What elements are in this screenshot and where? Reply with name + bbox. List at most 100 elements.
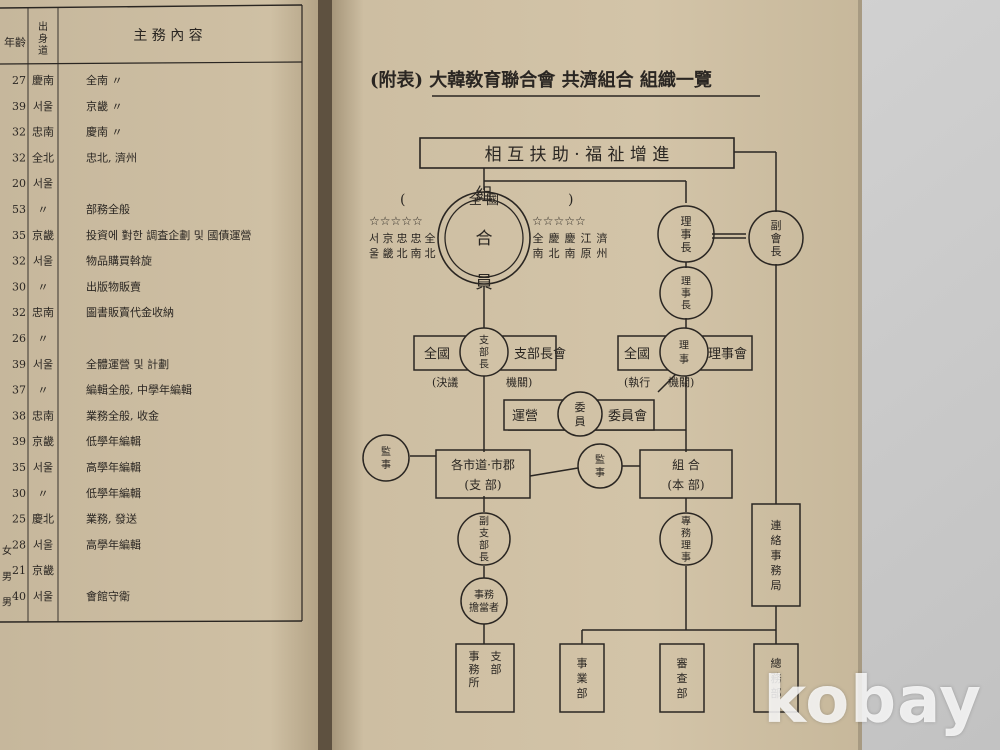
region-label: 江: [581, 232, 592, 245]
exec-open: (執行: [624, 376, 650, 389]
left-stars: ☆☆☆☆☆: [369, 214, 423, 228]
row-origin: 忠南: [32, 409, 54, 422]
members-char: 合: [476, 229, 493, 249]
header-duty: 主 務 內 容: [133, 27, 202, 44]
managing-char: 理: [681, 540, 691, 552]
regional-sub: (支 部): [464, 477, 501, 492]
row-age: 32: [12, 306, 26, 319]
region-label: 全: [533, 231, 544, 245]
branch-head-label: 支部長: [479, 335, 489, 371]
auditor-char: 事: [595, 466, 605, 479]
row-age: 35: [12, 229, 26, 242]
liaison-char: 連: [771, 518, 782, 532]
branch-office-b: 事: [469, 650, 480, 663]
dept1-char: 業: [577, 672, 588, 685]
members-char: 員: [476, 273, 493, 293]
region-label: 울: [369, 247, 379, 260]
right-page: (附表) 大韓敎育聯合會 共濟組合 組織一覽: [332, 0, 862, 750]
dept3-box: [753, 643, 799, 713]
row-duty: 業務, 發送: [86, 512, 137, 526]
region-label: 南: [565, 247, 576, 260]
board-left: 全國: [624, 346, 650, 362]
row-duty: 京畿 〃: [86, 99, 123, 113]
auditor-left-circle: [362, 434, 410, 482]
row-origin: 서울: [33, 358, 53, 371]
row-age: 32: [12, 126, 26, 139]
liaison-char: 事: [771, 549, 782, 562]
chairman-circle: [657, 205, 715, 263]
branch-office-b: 務: [469, 662, 480, 676]
row-origin: 京畿: [32, 228, 54, 242]
row-duty: 編輯全般, 中學年編輯: [86, 383, 192, 397]
chairman-char: 長: [681, 241, 692, 254]
row-age: 38: [12, 409, 26, 422]
vice-char: 長: [771, 245, 782, 258]
committee-char: 員: [575, 415, 586, 428]
region-label: 原: [581, 247, 592, 260]
row-origin: 〃: [38, 280, 49, 293]
region-label: 北: [425, 247, 436, 260]
branch-office-box: [455, 643, 515, 713]
row-sex: 男: [2, 571, 12, 583]
liaison-box: [751, 503, 801, 607]
dept2-label: 審查部: [677, 656, 688, 700]
row-origin: 〃: [38, 203, 49, 216]
region-label: 南: [411, 247, 422, 260]
region-label: 畿: [383, 246, 394, 260]
national-open: (: [400, 192, 405, 208]
auditor-char: 監: [381, 445, 391, 458]
dept3-label: 總務部: [771, 656, 782, 700]
liaison-char: 絡: [771, 533, 782, 547]
row-duty: 物品購買斡旋: [86, 254, 152, 268]
secretary-b: 擔當者: [469, 601, 499, 614]
row-age: 40: [12, 590, 26, 603]
row-age: 21: [12, 564, 26, 577]
row-origin: 서울: [33, 255, 53, 268]
deputy-char: 長: [479, 552, 489, 564]
region-label: 慶: [549, 231, 560, 245]
vice-char: 會: [771, 231, 782, 245]
row-origin: 서울: [33, 538, 53, 551]
row-duty: 投資에 對한 調査企劃 및 國債運營: [86, 228, 251, 242]
region-label: 忠: [411, 232, 422, 245]
national-label: 全 國: [469, 192, 499, 208]
row-origin: 〃: [38, 487, 49, 500]
top-banner-box: [419, 137, 735, 169]
hq: 組 合: [672, 457, 700, 472]
managing-char: 專: [681, 515, 691, 528]
members-circle: [437, 191, 531, 285]
branchhead-char: 部: [479, 346, 489, 359]
row-origin: 〃: [38, 384, 49, 397]
row-age: 20: [12, 177, 26, 190]
dircmt-char: 理: [681, 276, 691, 288]
watermark: kobay: [763, 664, 982, 738]
auditor-mid-label: 監事: [595, 453, 605, 479]
row-duty: 高學年編輯: [86, 460, 141, 474]
secretary-a: 事務: [474, 588, 494, 601]
committee-right: 委員會: [608, 409, 647, 424]
row-origin: 서울: [33, 100, 53, 113]
row-duty: 低學年編輯: [86, 434, 141, 448]
row-origin: 서울: [33, 590, 53, 603]
dept2-char: 查: [677, 671, 688, 685]
row-duty: 忠北, 濟州: [86, 150, 137, 164]
dept1-label: 事業部: [577, 657, 588, 700]
header-age: 年齡: [4, 35, 26, 49]
auditor-mid-circle: [577, 443, 623, 489]
auditor-char: 事: [381, 458, 391, 471]
region-label: 南: [533, 247, 544, 260]
committee-left: 運營: [512, 409, 538, 424]
hq-box: [639, 449, 733, 499]
row-origin: 서울: [33, 461, 53, 474]
dircmt-char: 事: [681, 287, 691, 300]
row-sex: 男: [2, 597, 12, 609]
right-stars: ☆☆☆☆☆: [532, 214, 586, 228]
branch-office-a: 部: [491, 662, 502, 676]
header-origin: 身: [38, 32, 48, 45]
